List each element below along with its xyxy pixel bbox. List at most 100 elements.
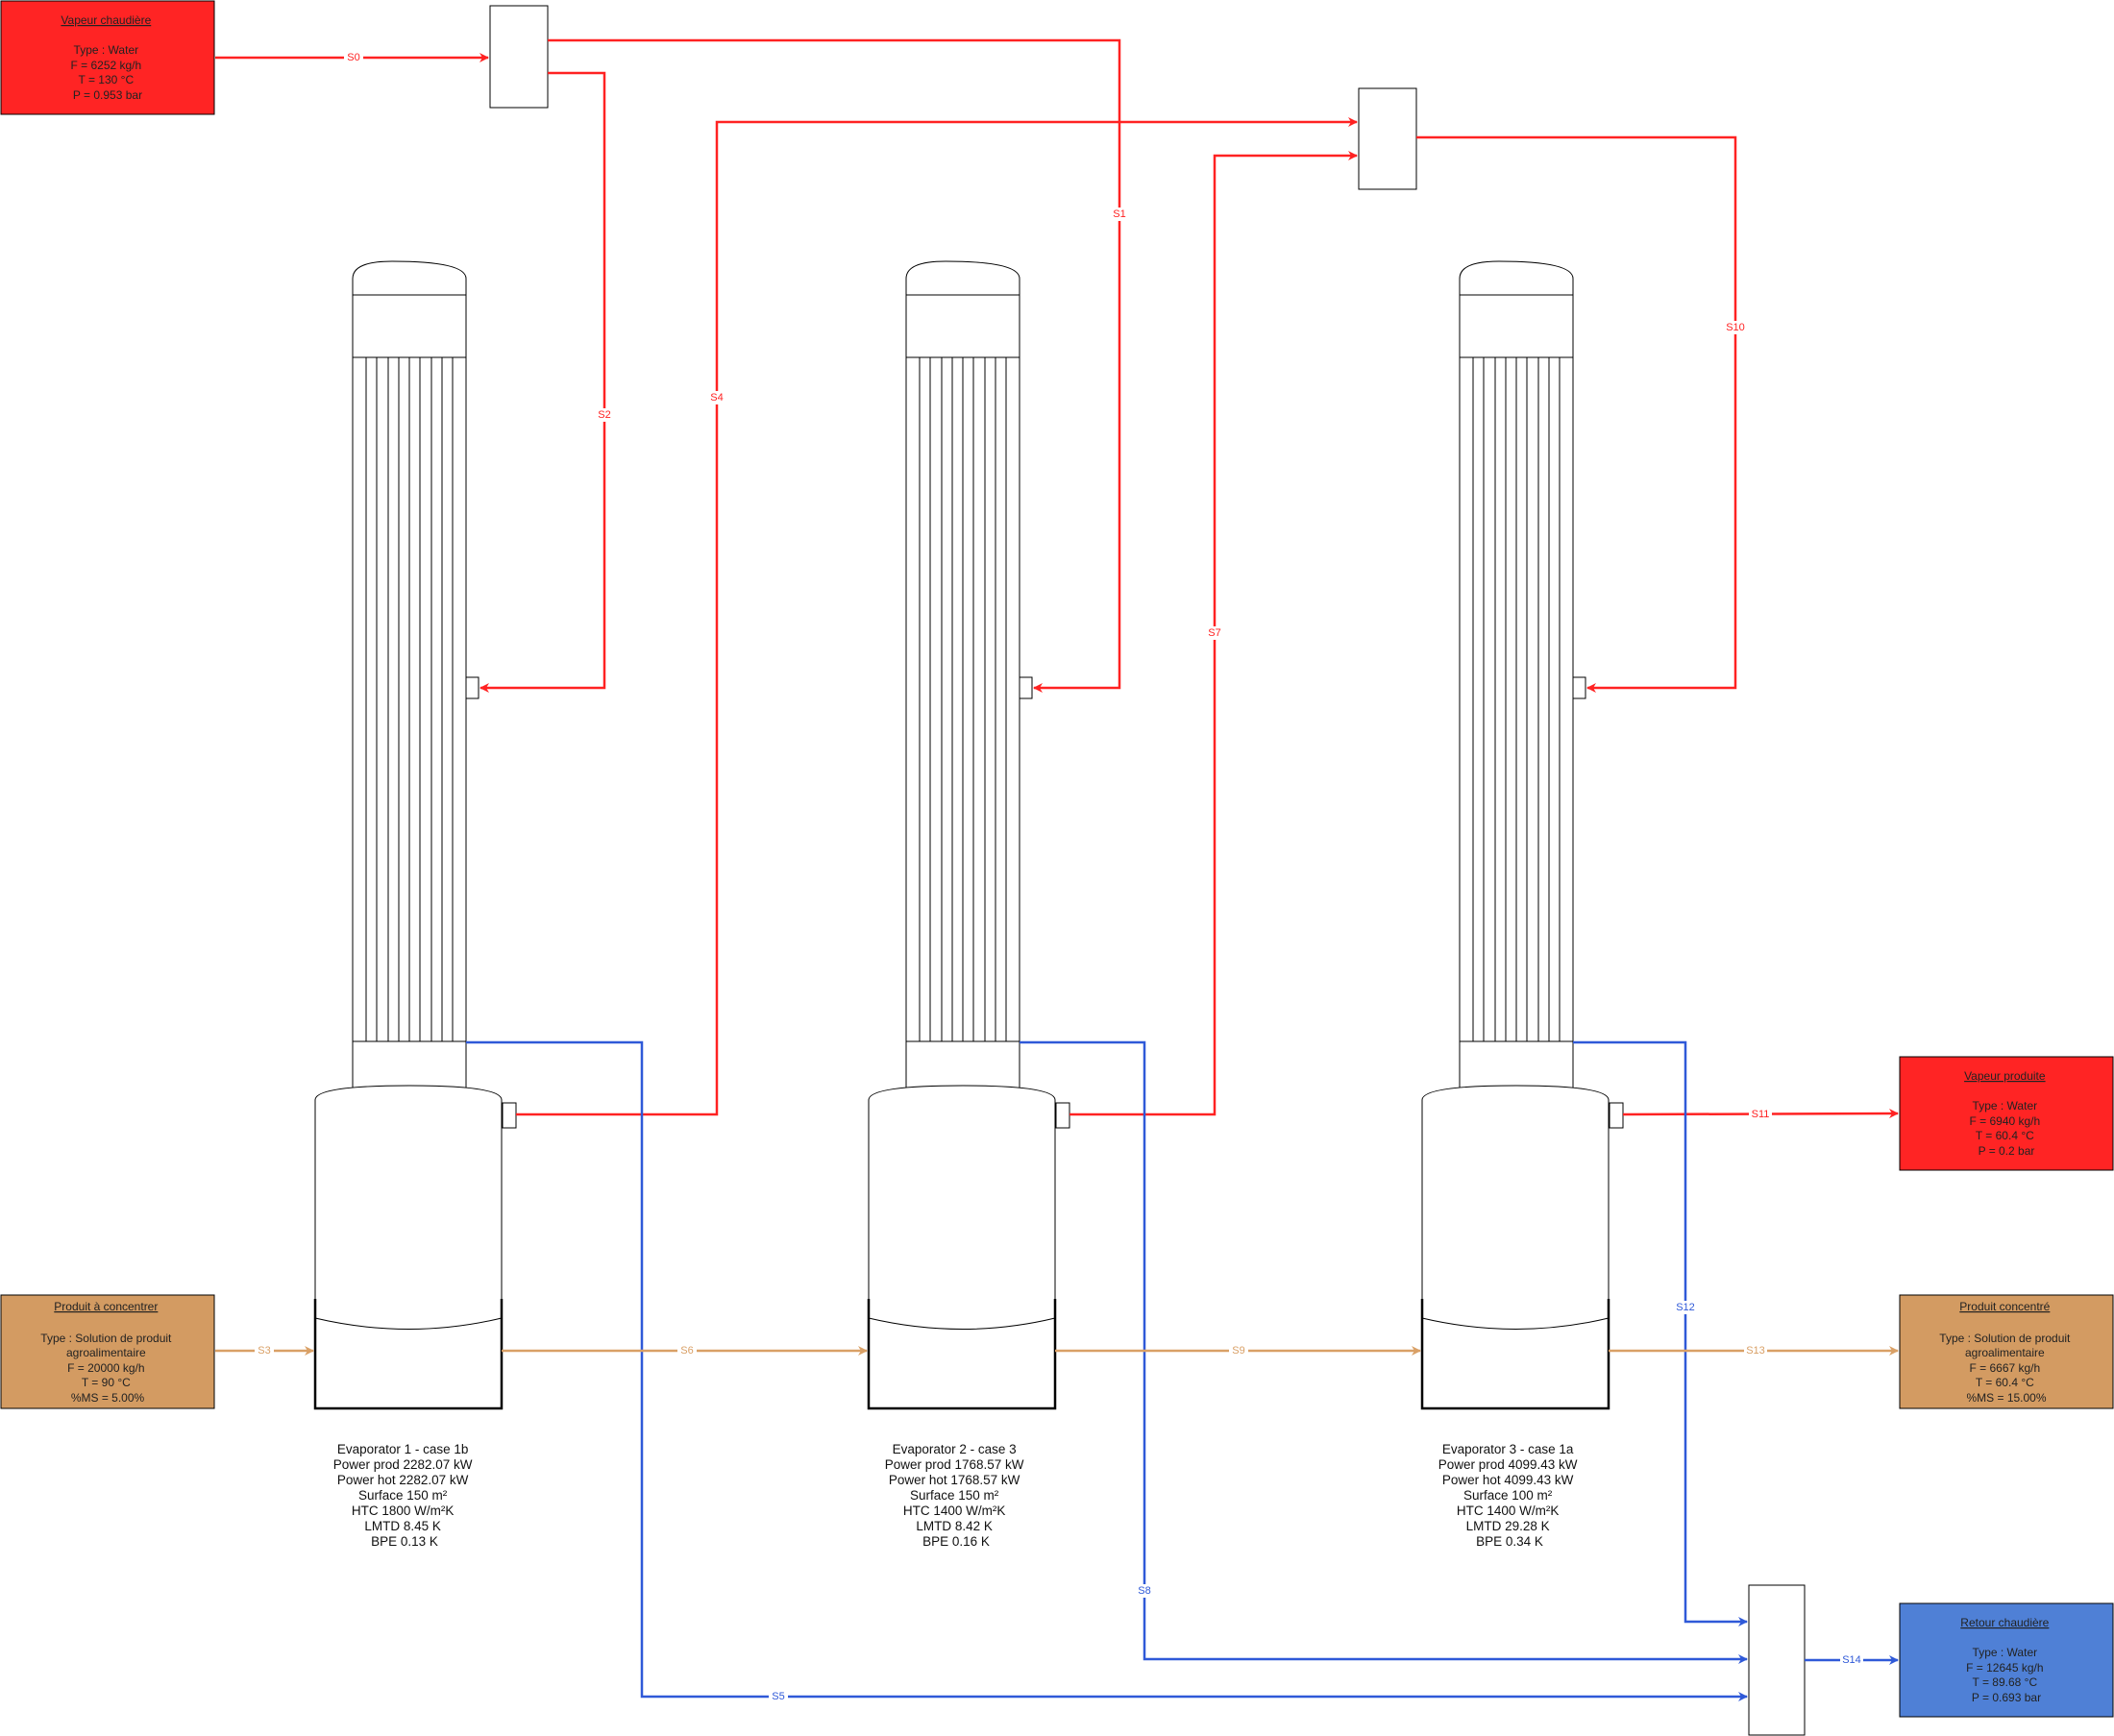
evaporator-2-dome	[905, 260, 1020, 296]
box-vapeur-produite-line: F = 6940 kg/h	[1969, 1114, 2040, 1128]
stream-s5-line	[466, 1040, 1748, 1701]
evaporator-3-vapor-outlet-nozzle	[1609, 1102, 1624, 1129]
evaporator-2-lower-head	[905, 1040, 1020, 1090]
evaporator-2-caption-line: BPE 0.16 K	[922, 1534, 990, 1549]
box-produit-concentre-line: Type : Solution de produit	[1939, 1332, 2071, 1345]
steam-lines	[215, 38, 1899, 1119]
evaporator-3-dome	[1459, 260, 1574, 296]
box-produit-a-concentrer: Produit à concentrer Type : Solution de …	[0, 1294, 215, 1409]
box-vapeur-chaudiere-line: T = 130 °C	[79, 73, 135, 86]
stream-s1-line	[548, 38, 1121, 693]
condensate-lines	[466, 1040, 1899, 1701]
stream-label-s14: S14	[1842, 1654, 1861, 1666]
box-produit-concentre-line: %MS = 15.00%	[1966, 1391, 2046, 1405]
stream-s2-line	[479, 71, 606, 693]
evaporator-3-caption-line: Surface 100 m²	[1463, 1488, 1553, 1503]
evaporator-1-steam-inlet-nozzle	[465, 676, 479, 699]
box-produit-concentre: Produit concentré Type : Solution de pro…	[1899, 1294, 2114, 1409]
evaporator-3-caption-line: Power prod 4099.43 kW	[1438, 1457, 1578, 1472]
box-produit-a-concentrer-line: agroalimentaire	[66, 1346, 146, 1359]
evaporator-2-caption-line: Power prod 1768.57 kW	[885, 1457, 1024, 1472]
stream-label-s3: S3	[258, 1345, 270, 1357]
stream-label-s4: S4	[710, 392, 723, 403]
box-vapeur-chaudiere-title: Vapeur chaudière	[61, 13, 151, 27]
evaporator-3-caption: Evaporator 3 - case 1a Power prod 4099.4…	[1438, 1442, 1582, 1549]
box-produit-concentre-line: T = 60.4 °C	[1976, 1376, 2034, 1389]
box-vapeur-chaudiere-line: Type : Water	[74, 43, 139, 57]
evaporator-1-head	[352, 294, 467, 358]
stream-label-s12: S12	[1676, 1302, 1695, 1313]
evaporator-2-vapor-outlet-nozzle	[1055, 1102, 1070, 1129]
evaporator-3-caption-line: Power hot 4099.43 kW	[1442, 1473, 1574, 1487]
box-retour-chaudiere-line: F = 12645 kg/h	[1966, 1661, 2043, 1675]
box-produit-a-concentrer-line: F = 20000 kg/h	[67, 1361, 144, 1375]
box-produit-concentre-line: agroalimentaire	[1965, 1346, 2045, 1359]
vapor-mixer	[1358, 87, 1417, 190]
box-retour-chaudiere-line: P = 0.693 bar	[1972, 1691, 2041, 1704]
evaporator-3-caption-line: LMTD 29.28 K	[1466, 1519, 1550, 1533]
stream-label-s8: S8	[1138, 1585, 1150, 1597]
evaporator-3-caption-line: BPE 0.34 K	[1476, 1534, 1543, 1549]
box-produit-a-concentrer-line: Type : Solution de produit	[40, 1332, 172, 1345]
stream-label-s7: S7	[1208, 627, 1220, 639]
evaporator-1-dome	[352, 260, 467, 296]
evaporator-2-caption: Evaporator 2 - case 3 Power prod 1768.57…	[885, 1442, 1028, 1549]
condensate-mixer	[1748, 1584, 1806, 1736]
box-vapeur-produite-title: Vapeur produite	[1964, 1069, 2046, 1083]
box-retour-chaudiere-line: T = 89.68 °C	[1973, 1675, 2038, 1689]
evaporator-2-skirt	[867, 1299, 1057, 1410]
evaporator-3-caption-line: HTC 1400 W/m²K	[1457, 1504, 1560, 1518]
steam-splitter	[489, 5, 549, 109]
evaporator-1-caption-line: Power prod 2282.07 kW	[333, 1457, 473, 1472]
evaporator-2-tubes	[919, 357, 1007, 1041]
box-retour-chaudiere-title: Retour chaudière	[1960, 1616, 2049, 1629]
box-retour-chaudiere-line: Type : Water	[1973, 1646, 2038, 1659]
svg-text:Retour chaudière Type :: Retour chaudière Type : Water F = 12645 …	[1960, 1616, 2052, 1704]
stream-label-s1: S1	[1113, 208, 1125, 220]
evaporator-1-skirt	[313, 1299, 504, 1410]
svg-text:Produit concentré Type :: Produit concentré Type : Solution de pro…	[1939, 1300, 2073, 1405]
evaporator-3	[1420, 260, 1624, 1410]
evaporator-3-body	[1421, 1085, 1610, 1330]
evaporator-1-caption-line: Surface 150 m²	[358, 1488, 448, 1503]
box-vapeur-produite: Vapeur produite Type : Water F = 6940 kg…	[1899, 1056, 2114, 1171]
evaporator-3-head	[1459, 294, 1574, 358]
evaporator-1-caption-line: LMTD 8.45 K	[364, 1519, 441, 1533]
box-retour-chaudiere: Retour chaudière Type : Water F = 12645 …	[1899, 1602, 2114, 1718]
evaporator-2-steam-inlet-nozzle	[1019, 676, 1033, 699]
stream-s12-line	[1573, 1040, 1748, 1626]
evaporator-1	[313, 260, 517, 1410]
stream-label-s5: S5	[772, 1691, 784, 1702]
evaporator-1-tubes	[365, 357, 454, 1041]
evaporator-2-caption-line: Surface 150 m²	[910, 1488, 999, 1503]
box-vapeur-produite-line: Type : Water	[1973, 1099, 2038, 1113]
box-vapeur-produite-line: T = 60.4 °C	[1976, 1129, 2034, 1142]
evaporator-3-tubes	[1472, 357, 1561, 1041]
stream-label-s10: S10	[1726, 322, 1745, 333]
evaporator-1-caption: Evaporator 1 - case 1b Power prod 2282.0…	[333, 1442, 477, 1549]
stream-label-s9: S9	[1232, 1345, 1244, 1357]
evaporator-1-vapor-outlet-nozzle	[502, 1102, 517, 1129]
evaporator-2	[867, 260, 1070, 1410]
evaporator-1-body	[314, 1085, 503, 1330]
stream-label-s11: S11	[1752, 1109, 1770, 1120]
evaporator-1-lower-head	[352, 1040, 467, 1090]
evaporator-2-caption-line: Power hot 1768.57 kW	[889, 1473, 1020, 1487]
evaporator-3-steam-inlet-nozzle	[1572, 676, 1586, 699]
box-vapeur-chaudiere-line: P = 0.953 bar	[73, 88, 142, 102]
evaporator-2-caption-line: HTC 1400 W/m²K	[903, 1504, 1006, 1518]
evaporator-2-caption-line: LMTD 8.42 K	[916, 1519, 993, 1533]
box-produit-a-concentrer-title: Produit à concentrer	[54, 1300, 158, 1313]
evaporator-3-caption-line: Evaporator 3 - case 1a	[1442, 1442, 1574, 1456]
evaporator-1-caption-line: Evaporator 1 - case 1b	[337, 1442, 469, 1456]
box-produit-concentre-title: Produit concentré	[1959, 1300, 2050, 1313]
box-vapeur-produite-line: P = 0.2 bar	[1979, 1144, 2035, 1158]
stream-label-s13: S13	[1746, 1345, 1765, 1357]
evaporator-2-caption-line: Evaporator 2 - case 3	[893, 1442, 1017, 1456]
svg-text:Vapeur produite Type : W: Vapeur produite Type : Water F = 6940 kg…	[1964, 1069, 2049, 1158]
svg-text:Vapeur chaudière Type :: Vapeur chaudière Type : Water F = 6252 k…	[61, 13, 154, 102]
stream-label-s0: S0	[347, 52, 359, 63]
stream-label-s6: S6	[680, 1345, 693, 1357]
evaporator-2-body	[868, 1085, 1056, 1330]
